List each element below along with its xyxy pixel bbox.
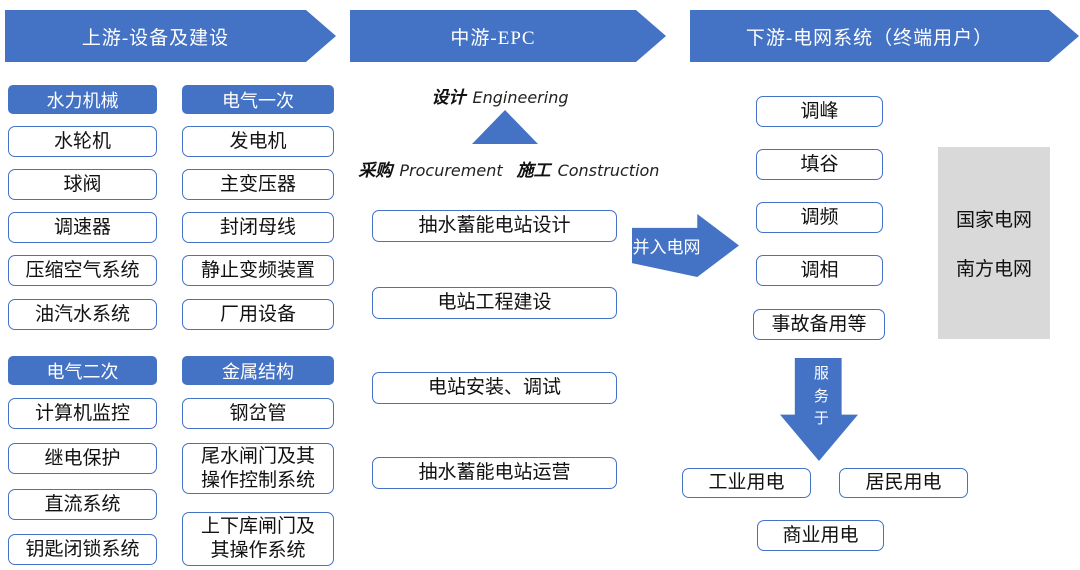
epc-construction-cn: 施工 [516,161,551,181]
upstream-item-key-interlock-system: 钥匙闭锁系统 [8,534,157,565]
midstream-box-installation-commissioning: 电站安装、调试 [372,372,617,404]
epc-design-cn: 设计 [431,88,466,108]
upstream-item-dc-system: 直流系统 [8,489,157,520]
item-label: 钥匙闭锁系统 [25,538,140,560]
item-label: 调频 [800,206,839,228]
banner-downstream: 下游-电网系统（终端用户） [690,10,1079,62]
item-label: 填谷 [800,153,839,175]
group-header-electrical-secondary: 电气二次 [8,356,157,385]
upstream-item-tailrace-gate-system: 尾水闸门及其操作控制系统 [182,443,334,494]
banner-upstream: 上游-设备及建设 [5,10,336,62]
group-header-label: 电气二次 [46,361,119,382]
banner-downstream-label: 下游-电网系统（终端用户） [745,27,994,49]
upstream-item-static-frequency-converter: 静止变频装置 [182,255,334,286]
item-label: 静止变频装置 [200,259,315,281]
item-label: 封闭母线 [219,216,296,238]
item-label: 电站工程建设 [437,292,552,314]
item-label: 油汽水系统 [34,303,130,325]
upstream-item-steel-bifurcation-pipe: 钢岔管 [182,398,334,429]
item-label: 调速器 [53,216,111,238]
epc-procurement-en: Procurement [399,161,503,180]
downstream-function-frequency-regulation: 调频 [756,202,883,233]
group-header-electrical-primary: 电气一次 [182,85,334,114]
midstream-box-station-design: 抽水蓄能电站设计 [372,210,617,242]
item-label: 钢岔管 [229,402,287,424]
upstream-item-computer-monitoring: 计算机监控 [8,398,157,429]
downstream-function-peak-shaving: 调峰 [756,96,883,127]
upstream-item-enclosed-busbar: 封闭母线 [182,212,334,243]
epc-design-label: 设计 Engineering [380,83,620,108]
upstream-item-plant-equipment: 厂用设备 [182,299,334,330]
downstream-function-emergency-backup: 事故备用等 [753,309,885,340]
end-user-commercial: 商业用电 [757,520,884,551]
upstream-item-compressed-air-system: 压缩空气系统 [8,255,157,286]
midstream-box-engineering-construction: 电站工程建设 [372,287,617,319]
item-label: 抽水蓄能电站运营 [418,462,571,484]
upstream-item-relay-protection: 继电保护 [8,443,157,474]
item-label: 厂用设备 [219,303,296,325]
group-header-label: 水力机械 [46,90,119,111]
end-user-residential: 居民用电 [839,468,968,498]
item-label: 继电保护 [44,447,121,469]
midstream-box-station-operation: 抽水蓄能电站运营 [372,457,617,489]
item-label: 压缩空气系统 [25,259,140,281]
item-label: 抽水蓄能电站设计 [418,215,571,237]
upstream-item-oil-gas-water-system: 油汽水系统 [8,299,157,330]
upstream-item-water-turbine: 水轮机 [8,126,157,157]
banner-midstream: 中游-EPC [350,10,666,62]
upstream-item-main-transformer: 主变压器 [182,169,334,200]
group-header-label: 电气一次 [222,90,294,111]
downstream-function-phase-modulation: 调相 [756,255,883,286]
item-label: 计算机监控 [34,402,130,424]
epc-procurement-cn: 采购 [358,161,393,181]
banner-upstream-label: 上游-设备及建设 [81,27,230,49]
item-label: 调峰 [800,100,839,122]
item-label: 主变压器 [219,173,296,195]
grid-company-state-grid: 国家电网 [955,210,1032,231]
group-header-label: 金属结构 [222,361,294,382]
epc-construction-label: 施工 Construction [516,156,660,181]
epc-triangle-icon [472,110,538,144]
grid-company-southern-grid: 南方电网 [955,259,1032,280]
item-label: 发电机 [229,130,287,152]
banner-midstream-label: 中游-EPC [450,27,536,49]
item-label: 事故备用等 [771,313,867,335]
item-label: 工业用电 [708,472,785,494]
serves-arrow-label: 服务于 [813,366,829,427]
upstream-item-governor: 调速器 [8,212,157,243]
end-user-industrial: 工业用电 [682,468,811,498]
item-label: 水轮机 [53,130,111,152]
item-label: 球阀 [63,173,102,195]
serves-arrow: 服务于 [780,358,858,461]
item-label: 调相 [800,259,839,281]
grid-connection-arrow: 并入电网 [632,214,739,277]
epc-design-en: Engineering [472,88,569,107]
item-label: 直流系统 [44,493,121,515]
upstream-item-ball-valve: 球阀 [8,169,157,200]
item-label: 上下库闸门及其操作系统 [200,516,315,561]
item-label: 居民用电 [865,472,942,494]
item-label: 尾水闸门及其操作控制系统 [200,445,315,491]
grid-companies-box: 国家电网 南方电网 [938,147,1050,339]
epc-construction-en: Construction [557,161,660,180]
grid-connection-arrow-label: 并入电网 [632,238,701,257]
epc-procurement-label: 采购 Procurement [358,156,502,181]
group-header-metal-structure: 金属结构 [182,356,334,385]
group-header-hydraulic-machinery: 水力机械 [8,85,157,114]
item-label: 商业用电 [782,524,859,546]
upstream-item-generator: 发电机 [182,126,334,157]
upstream-item-reservoir-gate-system: 上下库闸门及其操作系统 [182,512,334,566]
item-label: 电站安装、调试 [427,377,561,399]
downstream-function-valley-filling: 填谷 [756,149,883,180]
